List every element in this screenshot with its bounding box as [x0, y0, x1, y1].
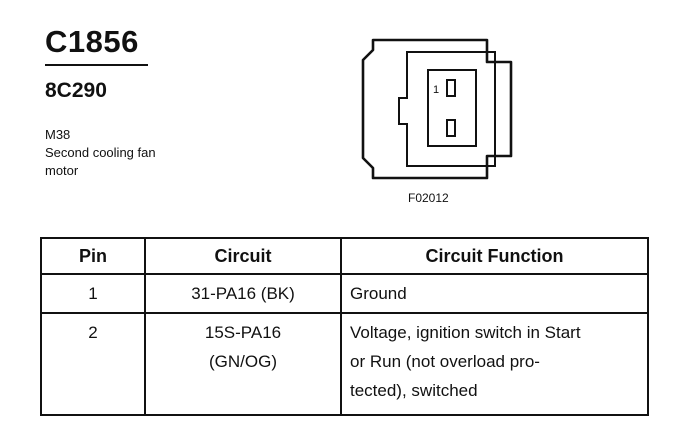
- circuit-cell: 31-PA16 (BK): [144, 273, 342, 314]
- function-line: Voltage, ignition switch in Start: [350, 323, 581, 342]
- description-line: motor: [45, 163, 79, 178]
- pin-1-label: 1: [433, 84, 439, 96]
- function-cell: Voltage, ignition switch in Start or Run…: [340, 312, 649, 416]
- description-line: M38: [45, 127, 71, 142]
- function-cell: Ground: [340, 273, 649, 314]
- pinout-table: Pin Circuit Circuit Function 1 31-PA16 (…: [40, 237, 649, 416]
- figure-id: F02012: [408, 191, 449, 205]
- column-header-circuit-function: Circuit Function: [340, 237, 649, 275]
- connector-inner-body: [398, 51, 496, 167]
- connector-description: M38 Second cooling fan motor: [45, 126, 156, 180]
- column-header-circuit: Circuit: [144, 237, 342, 275]
- circuit-line: (GN/OG): [209, 352, 277, 371]
- pin-1-terminal: [446, 79, 456, 97]
- pin-cell: 1: [40, 273, 146, 314]
- pin-cavity-block: [427, 69, 477, 147]
- connector-housing-outline: [361, 38, 513, 180]
- table-row: 2 15S-PA16 (GN/OG) Voltage, ignition swi…: [40, 312, 649, 416]
- function-line: tected), switched: [350, 381, 478, 400]
- circuit-cell: 15S-PA16 (GN/OG): [144, 312, 342, 416]
- connector-face-diagram: 1: [361, 38, 513, 180]
- connector-id: C1856: [45, 24, 139, 59]
- circuit-line: 31-PA16 (BK): [191, 284, 295, 303]
- part-number: 8C290: [45, 79, 107, 102]
- table-header-row: Pin Circuit Circuit Function: [40, 237, 649, 275]
- table-row: 1 31-PA16 (BK) Ground: [40, 273, 649, 314]
- description-line: Second cooling fan: [45, 145, 156, 160]
- pin-cell: 2: [40, 312, 146, 416]
- circuit-line: 15S-PA16: [204, 323, 282, 342]
- function-line: or Run (not overload pro-: [350, 352, 540, 371]
- column-header-pin: Pin: [40, 237, 146, 275]
- function-line: Ground: [350, 284, 407, 303]
- pin-2-terminal: [446, 119, 456, 137]
- title-rule: [45, 64, 148, 66]
